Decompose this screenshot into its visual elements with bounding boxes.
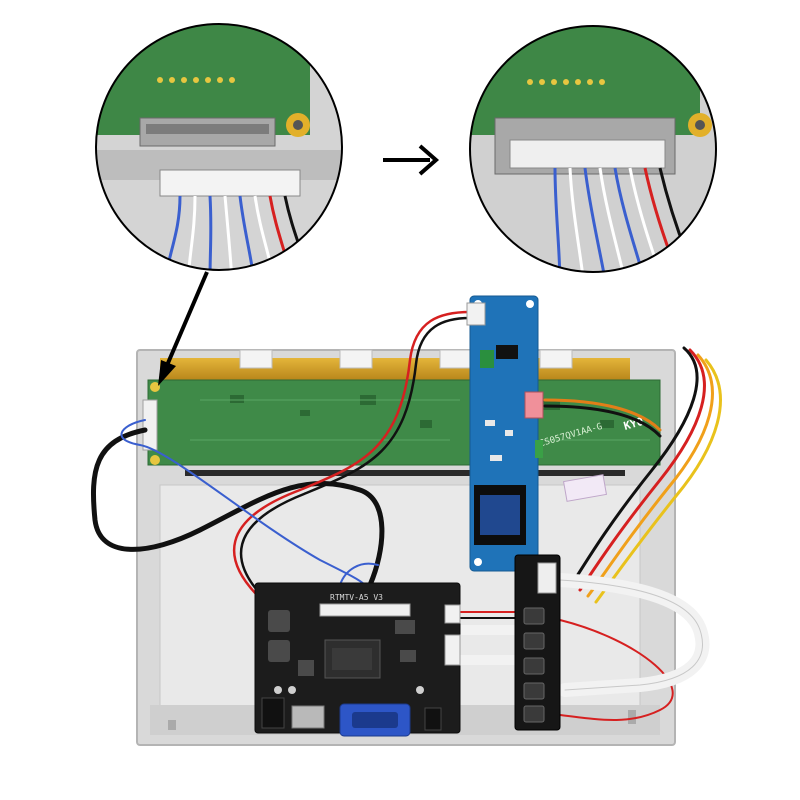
key-button-5 <box>523 705 545 723</box>
driver-board-model-label: RTMTV-A5 V3 <box>330 593 383 602</box>
driver-audio-jack <box>424 707 442 731</box>
driver-hdmi-port <box>291 705 325 729</box>
pointer-arrow-icon <box>158 271 209 386</box>
key-board-connector <box>537 562 557 594</box>
right-arrow-icon <box>383 144 440 176</box>
key-button-1 <box>523 607 545 625</box>
key-button-4 <box>523 682 545 700</box>
driver-board: RTMTV-A5 V3 <box>254 582 461 737</box>
inverter-power-connector <box>466 302 486 326</box>
zoom-circle-unplugged <box>95 23 343 271</box>
driver-lvds-header <box>319 603 411 617</box>
inverter-output-connector <box>524 391 544 419</box>
wiring <box>90 310 722 721</box>
zoom-circle-plugged <box>469 25 717 273</box>
key-button-2 <box>523 632 545 650</box>
key-board <box>514 554 561 731</box>
inverter-board <box>466 295 544 572</box>
panel-lvds-connector <box>142 399 158 451</box>
driver-key-header <box>444 634 461 666</box>
key-button-3 <box>523 657 545 675</box>
driver-dc-jack <box>261 697 285 729</box>
driver-inverter-header <box>444 604 461 624</box>
barcode-sticker <box>562 474 608 502</box>
panel-maker-label: KYO <box>622 415 645 433</box>
